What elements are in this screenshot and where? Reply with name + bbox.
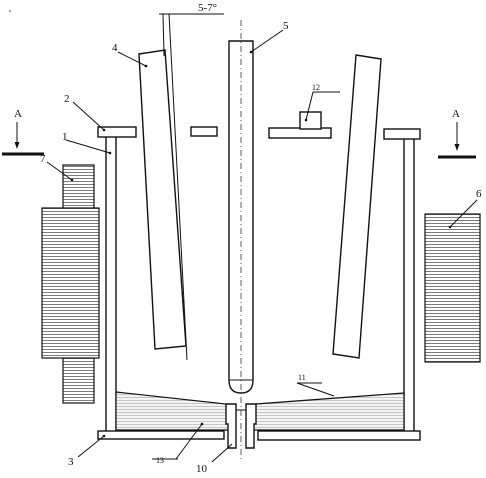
coil-right [424, 213, 481, 363]
bottom-fill-left [115, 391, 232, 431]
section-label-left: A [14, 108, 22, 120]
label-6: 6 [476, 188, 482, 200]
crucible-wall-right [403, 137, 415, 435]
label-7: 7 [40, 153, 46, 165]
angle-dimension: 5-7° [159, 2, 224, 361]
top-flange-right [383, 128, 421, 140]
section-marker-left: A [2, 108, 44, 156]
bottom-fill-right [251, 392, 405, 431]
top-flange-left [97, 126, 137, 138]
label-4: 4 [112, 42, 118, 54]
label-13: 13 [156, 456, 164, 465]
leader-6: 6 [448, 188, 482, 229]
leader-2: 2 [64, 93, 106, 132]
coil-left [41, 207, 100, 359]
label-3: 3 [68, 456, 74, 468]
leader-7: 7 [40, 153, 74, 182]
leader-11: 11 [296, 373, 335, 397]
bottom-plate-right [257, 430, 421, 441]
inclined-plate-right [332, 54, 382, 359]
block-12 [299, 111, 322, 130]
leader-4: 4 [112, 42, 148, 68]
bottom-plate-left [97, 430, 225, 440]
label-5: 5 [283, 20, 289, 32]
leader-10: 10 [196, 443, 233, 475]
leader-1: 1 [62, 131, 112, 155]
section-label-right: A [452, 108, 460, 120]
top-plate-small [190, 126, 218, 137]
label-1: 1 [62, 131, 68, 143]
label-11: 11 [298, 373, 306, 382]
leader-5: 5 [249, 20, 289, 54]
angle-label: 5-7° [198, 2, 217, 14]
leader-12: 12 [304, 83, 340, 122]
label-2: 2 [64, 93, 70, 105]
section-marker-right: A [438, 108, 476, 159]
label-10: 10 [196, 463, 208, 475]
mark-dot [9, 10, 11, 12]
label-12: 12 [312, 83, 320, 92]
leader-13: 13 [152, 422, 204, 465]
crucible-wall-left [105, 135, 117, 435]
leader-3: 3 [68, 434, 106, 468]
